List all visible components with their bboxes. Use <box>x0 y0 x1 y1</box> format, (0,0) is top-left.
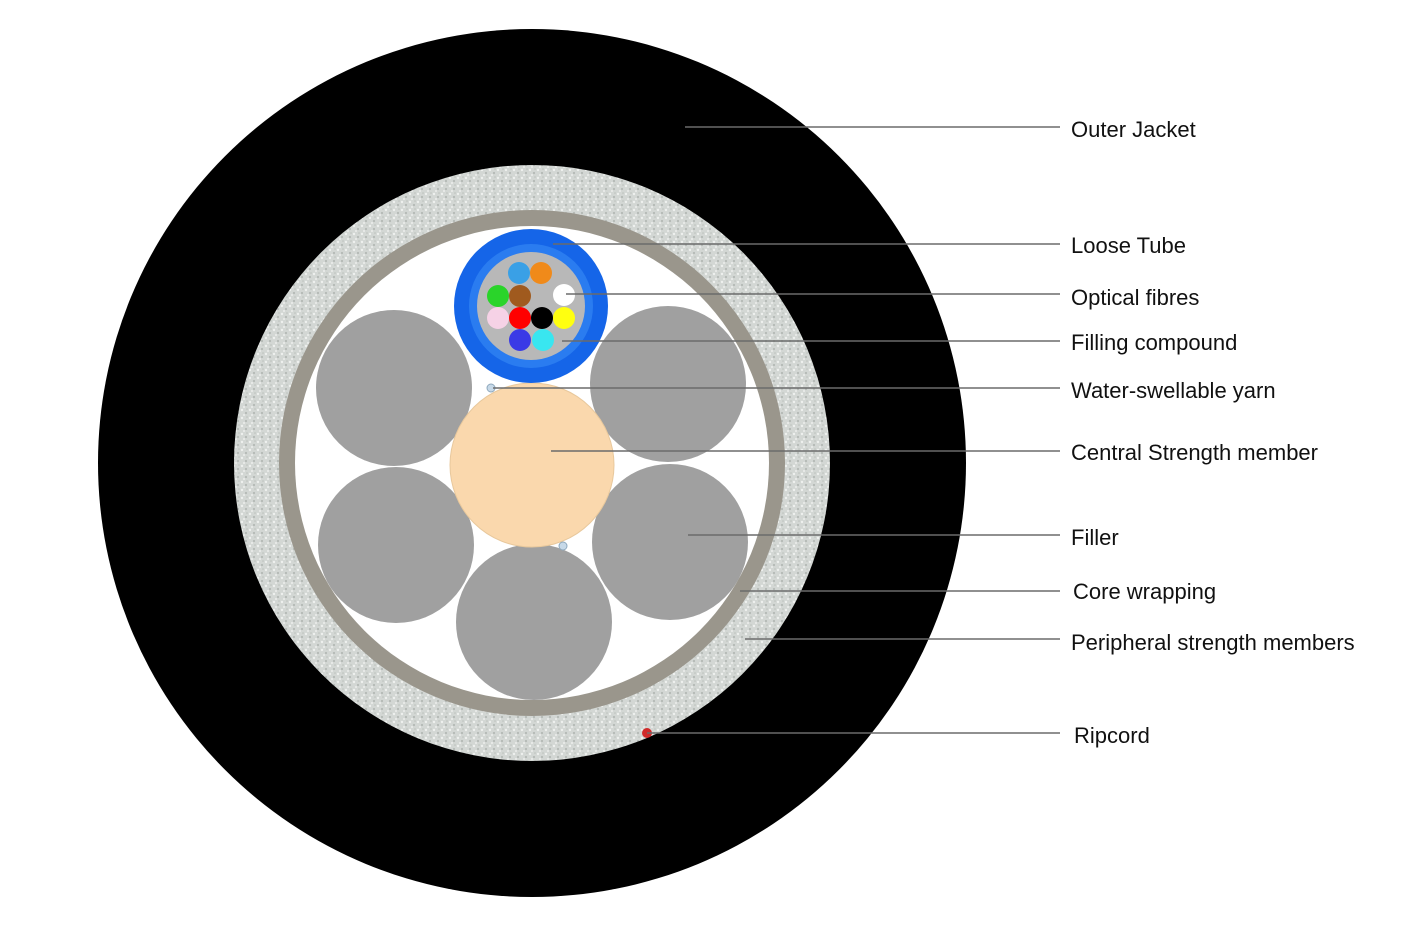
optical-fibre <box>509 285 531 307</box>
optical-fibre <box>532 329 554 351</box>
filler-lower-left <box>318 467 474 623</box>
optical-fibre <box>487 307 509 329</box>
optical-fibre <box>553 284 575 306</box>
optical-fibre <box>509 307 531 329</box>
optical-fibre <box>531 307 553 329</box>
label-optical-fibres: Optical fibres <box>1071 285 1199 310</box>
optical-fibre <box>530 262 552 284</box>
label-outer-jacket: Outer Jacket <box>1071 117 1196 142</box>
optical-fibre <box>508 262 530 284</box>
filler-upper-left <box>316 310 472 466</box>
label-peripheral-strength-members: Peripheral strength members <box>1071 630 1355 655</box>
optical-fibre <box>487 285 509 307</box>
filler-lower-right <box>592 464 748 620</box>
label-core-wrapping: Core wrapping <box>1073 579 1216 604</box>
water-swellable-yarn-strand <box>558 541 568 551</box>
central-strength-member-core <box>449 382 615 548</box>
label-water-swellable-yarn: Water-swellable yarn <box>1071 378 1276 403</box>
optical-fibre <box>509 329 531 351</box>
labels: Outer Jacket Loose Tube Optical fibres F… <box>1071 117 1355 748</box>
label-filling-compound: Filling compound <box>1071 330 1237 355</box>
leader-lines <box>493 126 1060 734</box>
label-filler: Filler <box>1071 525 1119 550</box>
label-ripcord: Ripcord <box>1074 723 1150 748</box>
optical-fibre <box>553 307 575 329</box>
filler-bottom <box>456 544 612 700</box>
filler-upper-right <box>590 306 746 462</box>
filling-compound-gel <box>477 252 585 360</box>
label-loose-tube: Loose Tube <box>1071 233 1186 258</box>
optical-fibre-bundle <box>487 262 575 351</box>
label-central-strength-member: Central Strength member <box>1071 440 1318 465</box>
